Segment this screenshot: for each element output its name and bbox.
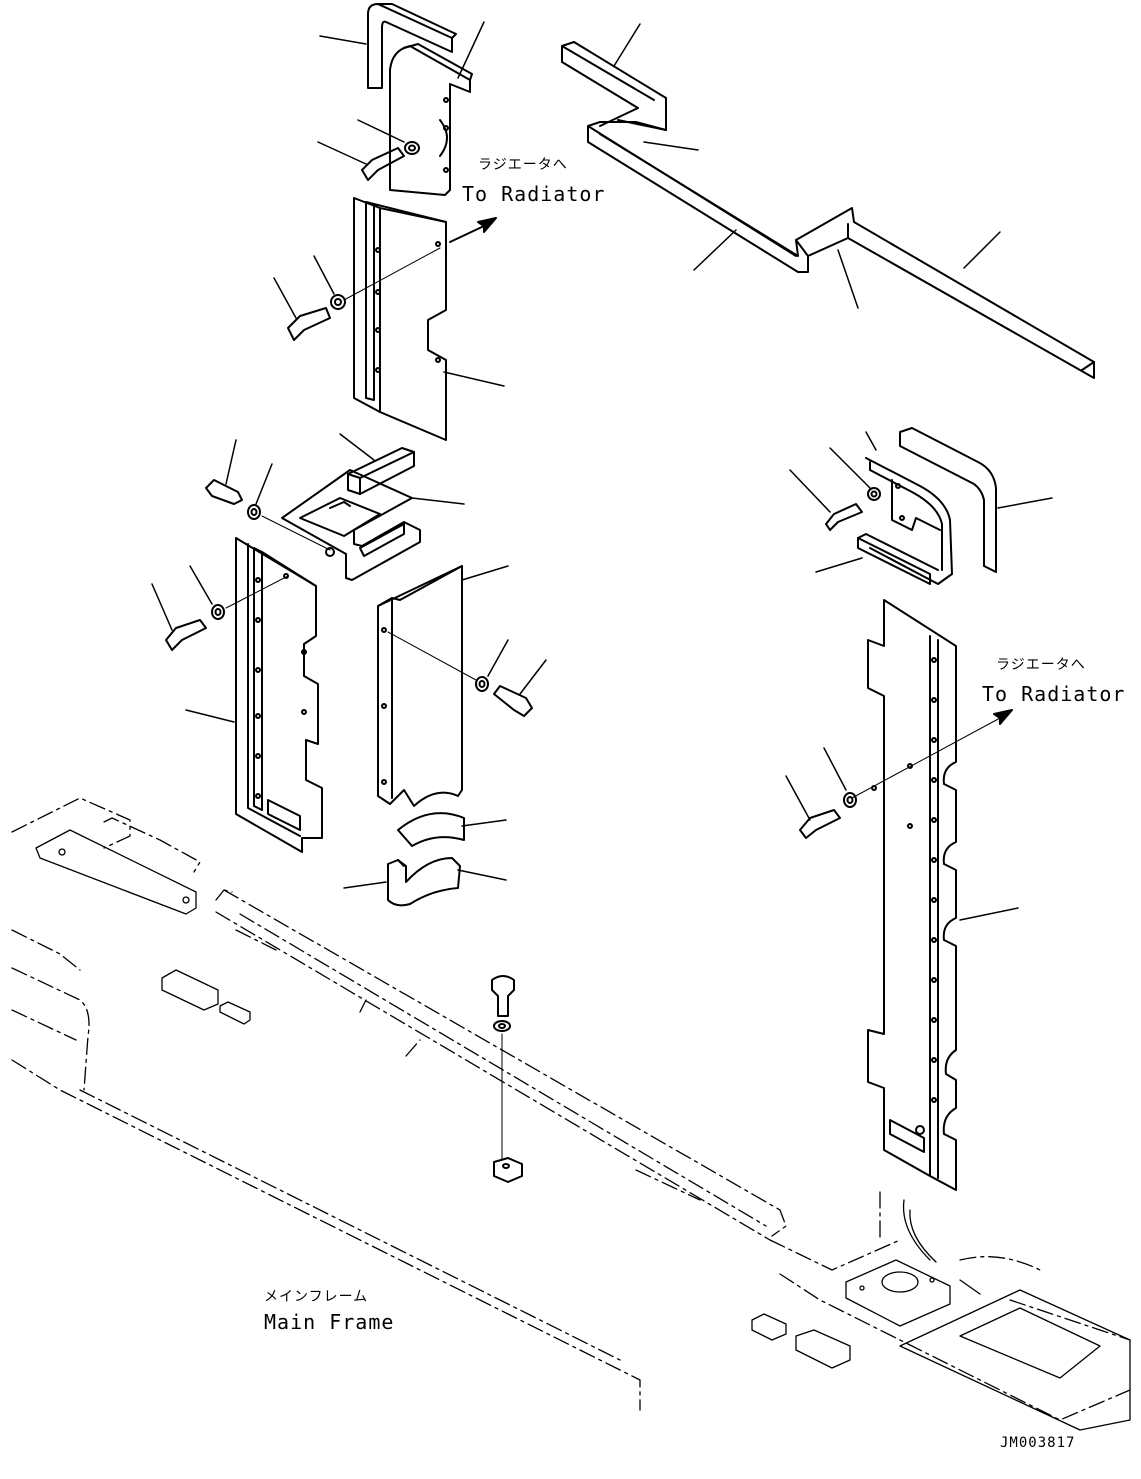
main-frame-phantom xyxy=(11,797,1131,1421)
drawing-id-label: JM003817 xyxy=(1000,1435,1076,1451)
block-small xyxy=(339,433,415,495)
panel-mid-channel xyxy=(377,565,509,807)
bracket-mid-left xyxy=(281,469,465,581)
bolt-top-1 xyxy=(317,119,420,181)
plate-upper-left xyxy=(353,197,505,441)
seal-right-upper xyxy=(789,427,1053,585)
frame-pads xyxy=(35,829,1131,1431)
seal-top-left xyxy=(319,3,457,89)
bolt-right xyxy=(785,747,857,839)
bolt-left-panel xyxy=(151,565,289,651)
radiator-top-en-label: To Radiator xyxy=(462,182,606,206)
main-frame-en-label: Main Frame xyxy=(264,1310,395,1334)
bolt-upper-left xyxy=(273,247,441,341)
bolt-vertical-center xyxy=(491,975,523,1183)
radiator-right-en-label: To Radiator xyxy=(982,682,1126,706)
bolt-bracket xyxy=(205,439,335,557)
frame-bar-top-right xyxy=(561,23,1095,379)
radiator-right-jp-label: ラジエータへ xyxy=(996,657,1086,673)
main-frame-jp-label: メインフレーム xyxy=(264,1289,369,1305)
bolt-mid-right xyxy=(475,639,547,717)
seal-curved-mid xyxy=(343,812,507,907)
panel-right-long xyxy=(851,599,1019,1191)
radiator-top-jp-label: ラジエータへ xyxy=(478,157,568,173)
plate-top-left xyxy=(389,21,485,196)
panel-left-tall xyxy=(185,537,323,853)
arrow-to-radiator-top xyxy=(449,217,497,243)
